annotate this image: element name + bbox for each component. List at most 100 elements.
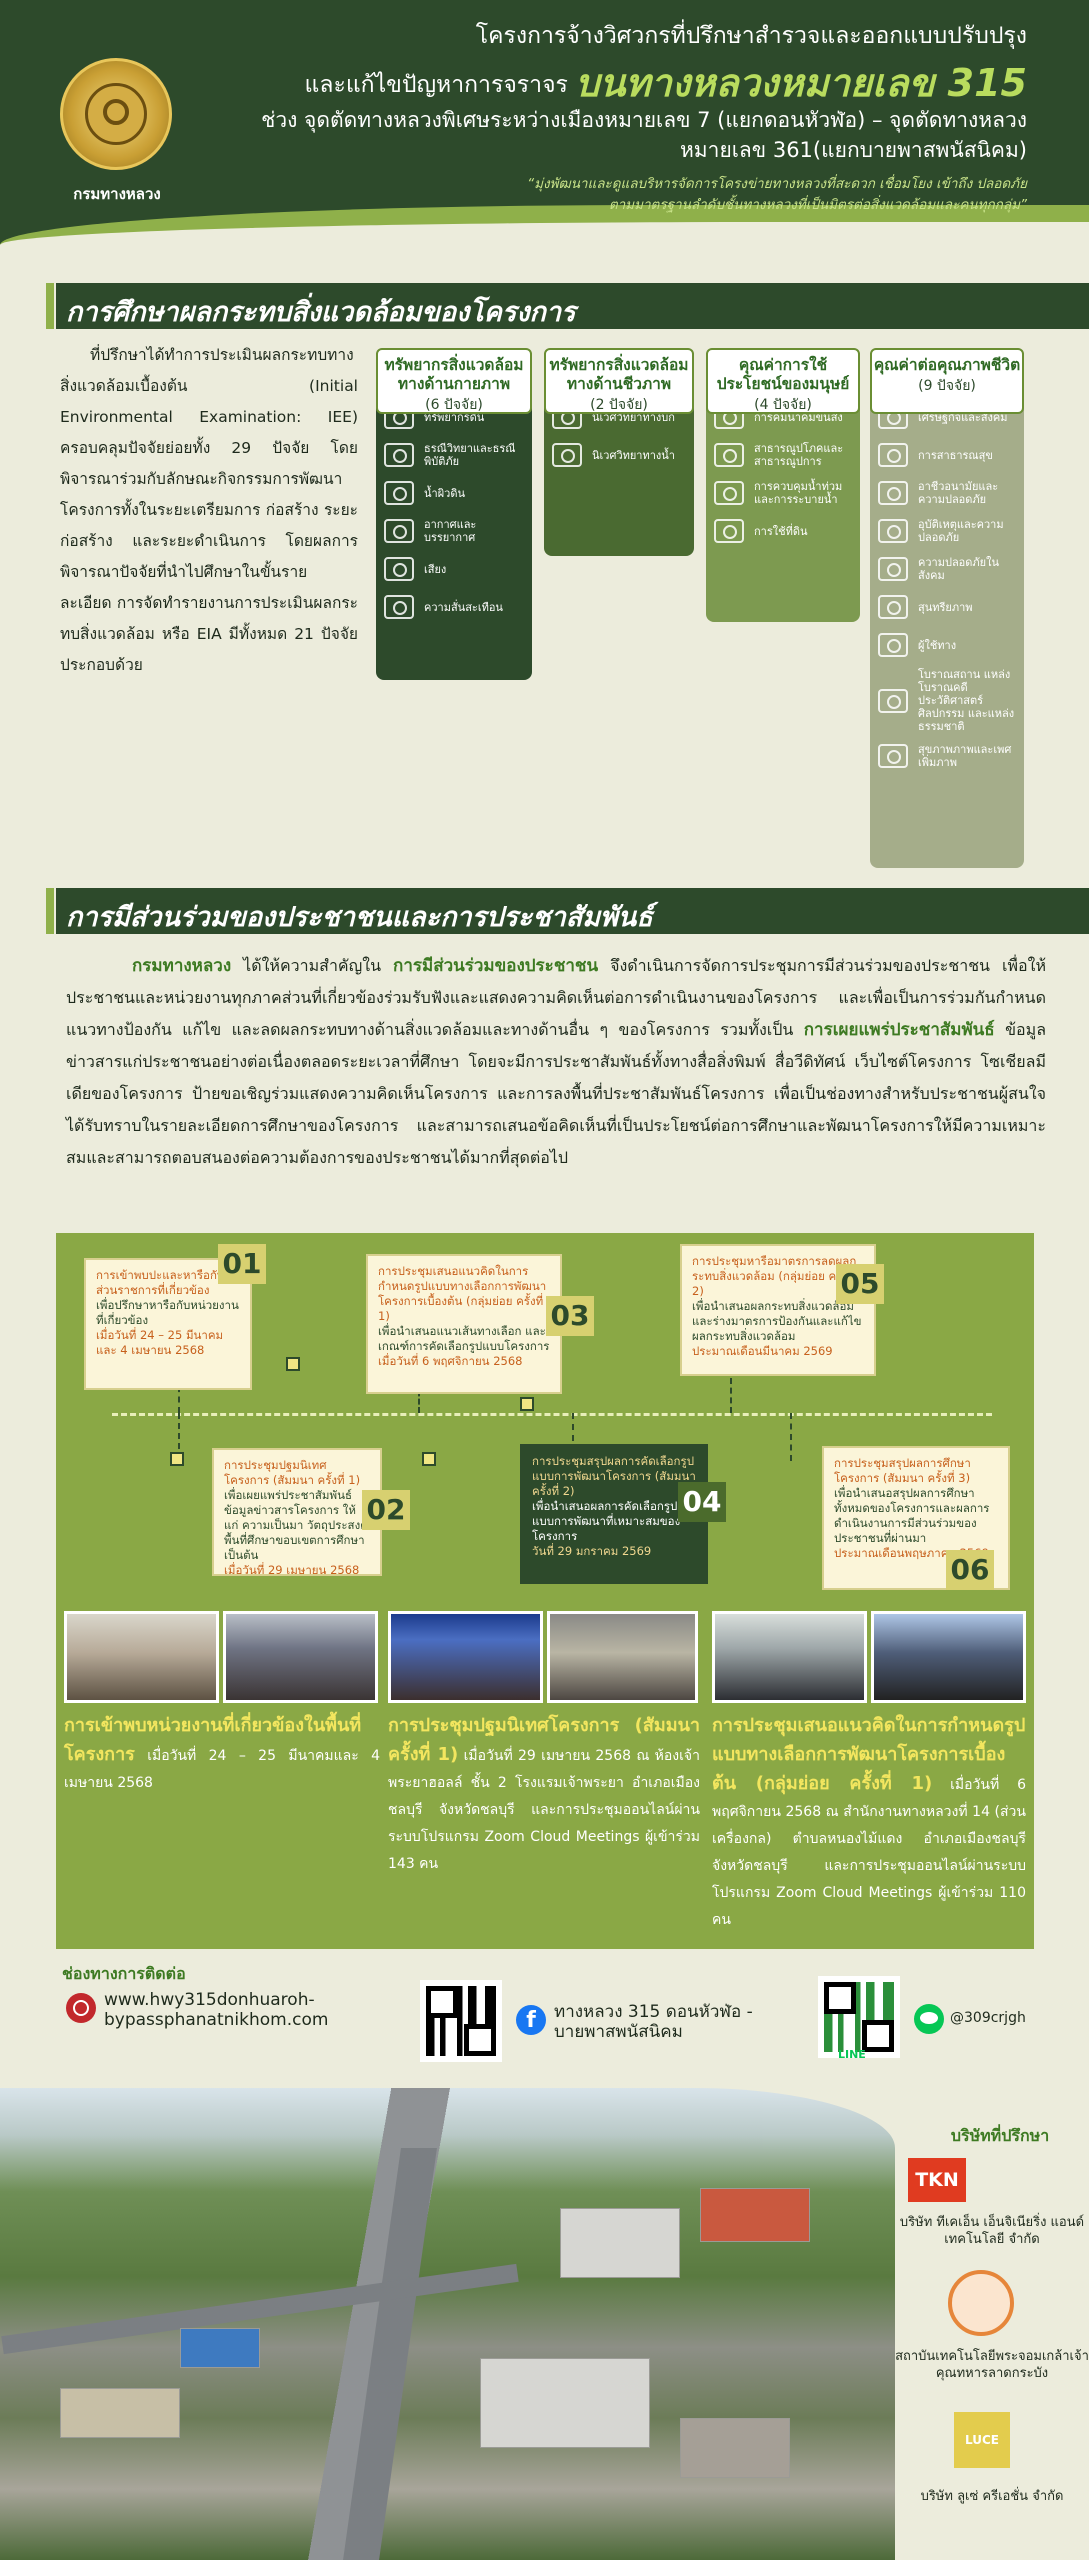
factor-label: ความปลอดภัยในสังคม: [918, 556, 1000, 582]
facebook-icon[interactable]: f: [516, 2005, 546, 2035]
facebook-line-2: บายพาสพนัสนิคม: [554, 2022, 683, 2042]
card-date: วันที่ 29 มกราคม 2569: [532, 1544, 652, 1558]
card-date: เมื่อวันที่ 6 พฤศจิกายน 2568: [378, 1354, 523, 1368]
card-date: เมื่อวันที่ 29 เมษายน 2568: [224, 1563, 360, 1577]
factor-icon: [878, 443, 908, 467]
section-heading-participation: การมีส่วนร่วมของประชาชนและการประชาสัมพัน…: [46, 888, 1089, 934]
text-run: ข้อมูลข่าวสารแก่ประชาชนอย่างต่อเนื่องตลอ…: [66, 1020, 1046, 1167]
caption-visit: การเข้าพบหน่วยงานที่เกี่ยวข้องในพื้นที่โ…: [64, 1712, 380, 1797]
caption-body: เมื่อวันที่ 6 พฤศจิกายน 2568 ณ สำนักงานท…: [712, 1777, 1026, 1928]
factor-item: การสาธารณสุข: [878, 440, 1016, 470]
tkn-logo-icon: TKN: [908, 2158, 966, 2202]
title-line-2: และแก้ไขปัญหาการจราจร บนทางหลวงหมายเลข 3…: [305, 52, 1027, 113]
factor-label: ความสั่นสะเทือน: [424, 600, 503, 614]
website-link[interactable]: www.hwy315donhuaroh-bypassphanatnikhom.c…: [104, 1990, 328, 2030]
building: [480, 2358, 650, 2448]
caption-title: การประชุมปฐมนิเทศโครงการ (สัมมนาครั้งที่…: [388, 1715, 700, 1765]
consultant-tkn: บริษัท ทีเคเอ็น เอ็นจิเนียริ่ง แอนด์ เทค…: [899, 2215, 1085, 2247]
factor-icon: [878, 688, 908, 713]
category-title: ทรัพยากรสิ่งแวดล้อมทางด้านกายภาพ: [384, 356, 524, 393]
timeline-line: [112, 1413, 992, 1416]
factor-label: น้ำผิวดิน: [424, 486, 465, 500]
card-date: ประมาณเดือนมีนาคม 2569: [692, 1344, 833, 1358]
factor-item: อุบัติเหตุและความปลอดภัย: [878, 516, 1016, 546]
factor-label: การใช้ที่ดิน: [754, 524, 808, 538]
category-title: คุณค่าต่อคุณภาพชีวิต: [873, 356, 1021, 374]
highway-road: [343, 2148, 437, 2560]
text-run: ได้ให้ความสำคัญใน: [231, 956, 394, 975]
factor-item: อาชีวอนามัยและความปลอดภัย: [878, 478, 1016, 508]
meeting-photo: [388, 1611, 543, 1703]
factor-item: ผู้ใช้ทาง: [878, 630, 1016, 660]
section-title-environment: การศึกษาผลกระทบสิ่งแวดล้อมของโครงการ: [66, 297, 576, 328]
panel-physical: ทรัพยากรดินธรณีวิทยาและธรณีพิบัติภัยน้ำผ…: [376, 386, 532, 680]
section-marker: [46, 888, 54, 934]
factor-label: ธรณีวิทยาและธรณีพิบัติภัย: [424, 442, 516, 468]
line-app-icon[interactable]: [914, 2004, 944, 2034]
category-title: ทรัพยากรสิ่งแวดล้อมทางด้านชีวภาพ: [549, 356, 689, 393]
facebook-line-1: ทางหลวง 315 ดอนหัวฬ่อ -: [554, 2002, 753, 2022]
title-highway-number: บนทางหลวงหมายเลข 315: [575, 61, 1027, 105]
factor-label: การควบคุมน้ำท่วมและการระบายน้ำ: [754, 480, 843, 506]
factor-label: อากาศและบรรยากาศ: [424, 518, 477, 544]
factor-label: เสียง: [424, 562, 447, 576]
line-id[interactable]: @309crjgh: [950, 2010, 1026, 2026]
line-qr-label: LINE: [838, 2048, 866, 2061]
panel-human-use: การคมนาคมขนส่งสาธารณูปโภคและสาธารณูปการก…: [706, 386, 860, 622]
card-desc: เพื่อเผยแพร่ประชาสัมพันธ์ข้อมูลข่าวสารโค…: [224, 1488, 368, 1562]
section-heading-environment: การศึกษาผลกระทบสิ่งแวดล้อมของโครงการ: [46, 283, 1089, 329]
card-date: เมื่อวันที่ 24 – 25 มีนาคม และ 4 เมษายน …: [96, 1328, 224, 1357]
factor-label: ผู้ใช้ทาง: [918, 638, 957, 652]
quality-of-life-factor-list: เศรษฐกิจและสังคมการสาธารณสุขอาชีวอนามัยแ…: [870, 386, 1024, 771]
factor-icon: [878, 481, 908, 505]
consultant-kmitl: สถาบันเทคโนโลยีพระจอมเกล้าเจ้าคุณทหารลาด…: [895, 2349, 1089, 2381]
factor-item: ธรณีวิทยาและธรณีพิบัติภัย: [384, 440, 524, 470]
factor-label: อาชีวอนามัยและความปลอดภัย: [918, 480, 999, 506]
factor-item: ความปลอดภัยในสังคม: [878, 554, 1016, 584]
card-desc: เพื่อนำเสนอผลกระทบสิ่งแวดล้อมและร่างมาตร…: [692, 1299, 862, 1343]
step-number-06: 06: [946, 1550, 994, 1590]
card-title: การประชุมเสนอแนวคิดในการกำหนดรูปแบบทางเล…: [378, 1264, 547, 1323]
factor-label: นิเวศวิทยาทางน้ำ: [592, 448, 675, 462]
facebook-page-link[interactable]: ทางหลวง 315 ดอนหัวฬ่อ -บายพาสพนัสนิคม: [554, 2002, 753, 2042]
meeting-photo: [223, 1611, 378, 1703]
logo-label: กรมทางหลวง: [73, 185, 161, 203]
timeline-card-01: การเข้าพบปะและหารือกับส่วนราชการที่เกี่ย…: [84, 1258, 252, 1390]
factor-item: การควบคุมน้ำท่วมและการระบายน้ำ: [714, 478, 852, 508]
timeline-dot: [520, 1397, 534, 1411]
card-title: การประชุมสรุปผลการคัดเลือกรูปแบบการพัฒนา…: [532, 1454, 696, 1498]
factor-icon: [384, 443, 414, 467]
meeting-photo: [547, 1611, 698, 1703]
factor-icon: [878, 595, 908, 619]
category-quality-of-life: คุณค่าต่อคุณภาพชีวิต (9 ปัจจัย): [870, 348, 1024, 414]
panel-biological: นิเวศวิทยาทางบกนิเวศวิทยาทางน้ำ: [544, 386, 694, 556]
title-line-3: ช่วง จุดตัดทางหลวงพิเศษระหว่างเมืองหมายเ…: [261, 108, 1027, 132]
timeline-dot: [286, 1357, 300, 1371]
human-use-factor-list: การคมนาคมขนส่งสาธารณูปโภคและสาธารณูปการก…: [706, 386, 860, 546]
caption-focus-group-1: การประชุมเสนอแนวคิดในการกำหนดรูปแบบทางเล…: [712, 1712, 1026, 1934]
environment-intro: ที่ปรึกษาได้ทำการประเมินผลกระทบทางสิ่งแว…: [60, 346, 358, 674]
factor-item: การใช้ที่ดิน: [714, 516, 852, 546]
card-desc: เพื่อปรึกษาหารือกับหน่วยงานที่เกี่ยวข้อง: [96, 1298, 239, 1327]
caption-title: การประชุมเสนอแนวคิดในการกำหนดรูปแบบทางเล…: [712, 1715, 1026, 1794]
section-marker: [46, 283, 54, 329]
caption-body: เมื่อวันที่ 24 – 25 มีนาคมและ 4 เมษายน 2…: [64, 1748, 380, 1791]
factor-item: เสียง: [384, 554, 524, 584]
vision-quote-2: ตามมาตรฐานลำดับชั้นทางหลวงที่เป็นมิตรต่อ…: [608, 197, 1027, 213]
title-line-1: โครงการจ้างวิศวกรที่ปรึกษาสำรวจและออกแบบ…: [475, 23, 1027, 49]
step-number-04: 04: [678, 1482, 726, 1522]
factor-label: อุบัติเหตุและความปลอดภัย: [918, 518, 1004, 544]
category-title: คุณค่าการใช้ประโยชน์ของมนุษย์: [716, 356, 850, 393]
building: [700, 2188, 810, 2242]
category-biological: ทรัพยากรสิ่งแวดล้อมทางด้านชีวภาพ (2 ปัจจ…: [544, 348, 694, 414]
section-title-participation: การมีส่วนร่วมของประชาชนและการประชาสัมพัน…: [66, 902, 653, 933]
factor-icon: [384, 481, 414, 505]
building: [560, 2208, 680, 2278]
text-run: จึงดำเนินการจัดการประชุมการมีส่วนร่วมของ…: [66, 956, 1046, 1039]
factor-icon: [878, 557, 908, 581]
factor-item: น้ำผิวดิน: [384, 478, 524, 508]
factor-icon: [714, 519, 744, 543]
contact-heading: ช่องทางการติดต่อ: [62, 1964, 186, 1983]
factor-item: สุนทรียภาพ: [878, 592, 1016, 622]
vision-quote-1: “มุ่งพัฒนาและดูแลบริหารจัดการโครงข่ายทาง…: [527, 176, 1027, 192]
